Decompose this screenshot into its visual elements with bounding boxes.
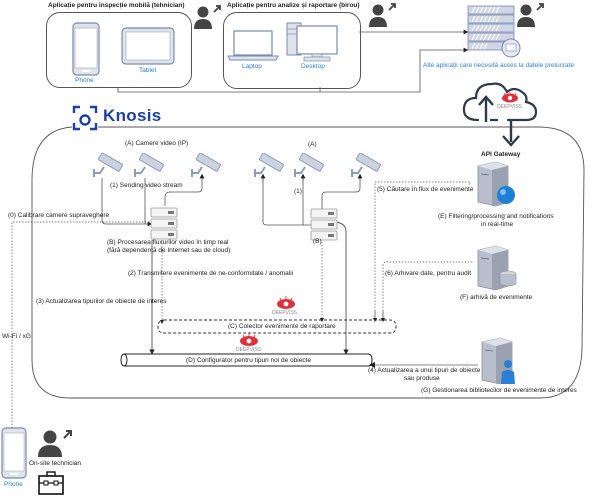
office-app-group-title: Aplicație pentru analize și raportare (b… bbox=[227, 2, 360, 9]
deepviss-logo-icon bbox=[502, 92, 518, 103]
library-server-icon bbox=[481, 337, 515, 385]
deepviss-logo-icon bbox=[240, 333, 258, 346]
cloud-icon bbox=[462, 82, 538, 122]
arhivare-label: (6) Arhivare date, pentru audit bbox=[385, 270, 471, 277]
api-gateway-label: API Gateway bbox=[481, 151, 521, 158]
desktop-icon bbox=[286, 22, 338, 62]
configurator-label: (D) Configurator pentru tipuri noi de ob… bbox=[186, 357, 312, 364]
mobile-app-group-title: Aplicație pentru inspecție mobilă (tehni… bbox=[48, 2, 185, 9]
archive-server-icon bbox=[477, 245, 517, 291]
deepviss-logo-icon bbox=[277, 296, 295, 309]
calibrare-label: (0) Calibrare camere supraveghere bbox=[8, 212, 110, 219]
processing-node-icon bbox=[150, 207, 178, 240]
technician-label: On-site technician bbox=[29, 460, 82, 467]
cameras-a-label: (A) bbox=[308, 141, 317, 148]
arhiva-label: (F) arhivă de evenimente bbox=[460, 294, 533, 301]
other-apps-label: Alte aplicații care necesită acces la da… bbox=[423, 62, 575, 69]
laptop-icon bbox=[227, 30, 279, 61]
knosis-logo-icon bbox=[72, 105, 98, 131]
cautare-label: (5) Căutare în flux de evenimente bbox=[377, 186, 474, 193]
tablet-label: Tablet bbox=[139, 67, 157, 74]
brand-name: Knosis bbox=[103, 106, 162, 125]
phone-icon bbox=[72, 22, 100, 76]
phone-label: Phone bbox=[75, 77, 94, 84]
wifi-label: Wi-Fi / xG bbox=[2, 333, 31, 340]
user-icon bbox=[369, 3, 396, 27]
user-icon bbox=[194, 5, 221, 29]
phone-bottom-label: Phone bbox=[4, 481, 23, 488]
processing-b-label-line1: (B) Procesarea fluxurilor video în timp … bbox=[107, 239, 229, 246]
deepviss-badge-configurator: DEEPVISS bbox=[236, 347, 262, 353]
ip-camera-icon bbox=[254, 153, 285, 177]
node-b-label: (B) bbox=[313, 238, 322, 245]
transmitere-label: (2) Transmitere evenimente de ne-conform… bbox=[128, 270, 294, 277]
laptop-label: Laptop bbox=[242, 63, 262, 70]
deepviss-badge: DEEPVISS bbox=[497, 104, 523, 110]
phone-icon bbox=[1, 427, 27, 479]
ip-camera-icon bbox=[134, 153, 165, 177]
actualizare-tipuri-label: (3) Actualizarea tipurilor de obiecte de… bbox=[36, 298, 167, 305]
processing-node-icon bbox=[310, 208, 338, 241]
technician-user-icon bbox=[38, 430, 72, 457]
ip-camera-icon bbox=[93, 153, 124, 177]
tablet-icon bbox=[121, 27, 175, 65]
collector-label: (C) Colector evenimente de raportare bbox=[228, 323, 336, 330]
api-gateway-server-icon bbox=[477, 161, 515, 207]
ip-camera-icon bbox=[351, 153, 382, 177]
step1-label: (1) bbox=[294, 188, 302, 195]
filtering-label-line2: in real-time bbox=[481, 221, 514, 228]
sending-stream-label: (1) Sending video stream bbox=[110, 182, 183, 189]
deepviss-badge-collector: DEEPVISS bbox=[272, 310, 298, 316]
gestionare-label: (G) Gestionarea bibliotecilor de evenime… bbox=[421, 387, 577, 394]
ip-camera-icon bbox=[294, 153, 325, 177]
ip-camera-icon bbox=[191, 153, 222, 177]
cameras-a-ip-label: (A) Camere video (IP) bbox=[125, 140, 189, 147]
server-rack-icon bbox=[467, 5, 521, 58]
user-icon bbox=[517, 3, 544, 27]
processing-b-label-line2: (fără dependență de Internet sau de clou… bbox=[107, 247, 231, 254]
desktop-label: Desktop bbox=[301, 63, 325, 70]
actualizare-unui-label-line2: sau produse bbox=[404, 375, 440, 382]
toolbox-icon bbox=[38, 471, 64, 495]
filtering-label-line1: (E) Filtering/processing and notificatio… bbox=[438, 213, 554, 220]
actualizare-unui-label-line1: (4) Actualizarea a unui tipuri de obiect… bbox=[368, 367, 481, 374]
